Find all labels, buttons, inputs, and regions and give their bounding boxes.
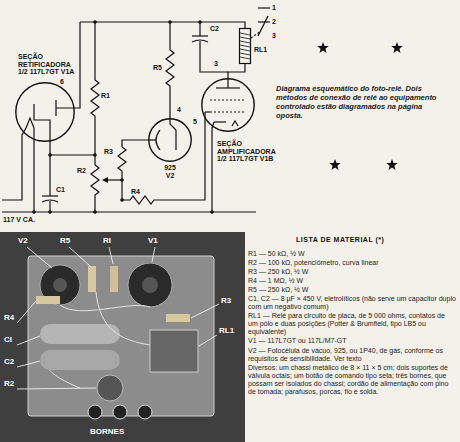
callout-label: R4 xyxy=(4,314,14,323)
node-label: SEÇÃO RETIFICADORA 1/2 117L7GT V1A xyxy=(18,53,80,76)
node-label: V2 xyxy=(148,172,192,180)
list-item: R4 — 1 MΩ, ½ W xyxy=(248,277,456,285)
relay-coil-outline xyxy=(239,28,251,64)
part-label: R3 xyxy=(104,148,113,156)
photocell-outline xyxy=(148,118,192,162)
list-item: C1, C2 — 8 µF × 450 V, eletrolíticos (nã… xyxy=(248,295,456,311)
tube-section-outline xyxy=(201,78,255,132)
node-caption: SEÇÃO AMPLIFICADORA 1/2 117L7GT V1B xyxy=(217,140,279,163)
plate-wire xyxy=(228,64,245,78)
list-item: R5 — 250 kΩ, ½ W xyxy=(248,286,456,294)
node-label: RL1 xyxy=(254,46,267,54)
photocell: 925V2 xyxy=(148,118,192,162)
list-item: R1 — 50 kΩ, ½ W xyxy=(248,250,456,258)
callout-label: RI xyxy=(103,237,111,246)
pin-number: 5 xyxy=(193,118,197,126)
callout-label: V1 xyxy=(148,237,158,246)
callout-label: R3 xyxy=(221,297,231,306)
callout-label: BORNES xyxy=(90,428,124,437)
part-label: R4 xyxy=(131,188,140,196)
schematic-wires xyxy=(2,8,270,212)
node-caption: 925V2 xyxy=(148,164,192,179)
callout-label: C2 xyxy=(4,358,14,367)
list-item: R2 — 100 kΩ, potenciômetro, curva linear xyxy=(248,259,456,267)
supply-label: 117 V CA. xyxy=(3,216,35,224)
part-label: R1 xyxy=(101,92,110,100)
part-label: R2 xyxy=(77,167,86,175)
callout-label: CI xyxy=(4,336,12,345)
pin-number: 4 xyxy=(177,106,181,114)
list-item: V2 — Fotocélula de vácuo, 925, ou 1P40, … xyxy=(248,347,456,363)
list-item: V1 — 117L7GT ou 117L/M7-GT xyxy=(248,337,456,345)
tube-section: SEÇÃO AMPLIFICADORA 1/2 117L7GT V1B xyxy=(201,78,255,132)
tube-section-outline xyxy=(15,82,75,142)
callout-label: R2 xyxy=(4,380,14,389)
callout-label: R5 xyxy=(60,237,70,246)
list-heading: LISTA DE MATERIAL (*) xyxy=(296,236,384,244)
contact-number: 1 xyxy=(272,4,276,12)
part-label: C1 xyxy=(56,186,65,194)
tube-section: SEÇÃO RETIFICADORA 1/2 117L7GT V1A xyxy=(15,82,75,142)
node-label: 925 xyxy=(148,164,192,172)
pin-number: 3 xyxy=(214,60,218,68)
list-item: Diversos: um chassi metálico de 8 × 11 ×… xyxy=(248,364,456,396)
node-caption: SEÇÃO RETIFICADORA 1/2 117L7GT V1A xyxy=(18,53,80,76)
list-item: RL1 — Relé para circuito de placa, de 5 … xyxy=(248,312,456,336)
contact-number: 2 xyxy=(272,18,276,26)
pin-number: 6 xyxy=(60,78,64,86)
callout-label: RL1 xyxy=(219,327,234,336)
contact-number: 3 xyxy=(272,32,276,40)
junction-dots xyxy=(32,20,214,214)
node-caption: RL1 xyxy=(254,46,267,54)
part-label: R5 xyxy=(153,64,162,72)
part-label: C2 xyxy=(210,25,219,33)
relay-coil: RL1 xyxy=(239,28,251,64)
chassis-photo xyxy=(0,232,245,442)
list-item: R3 — 250 kΩ, ½ W xyxy=(248,268,456,276)
leader-lines xyxy=(17,247,219,389)
caption: Diagrama esquemático do foto-relé. Dois … xyxy=(276,84,448,120)
callout-label: V2 xyxy=(18,237,28,246)
node-label: SEÇÃO AMPLIFICADORA 1/2 117L7GT V1B xyxy=(217,140,279,163)
